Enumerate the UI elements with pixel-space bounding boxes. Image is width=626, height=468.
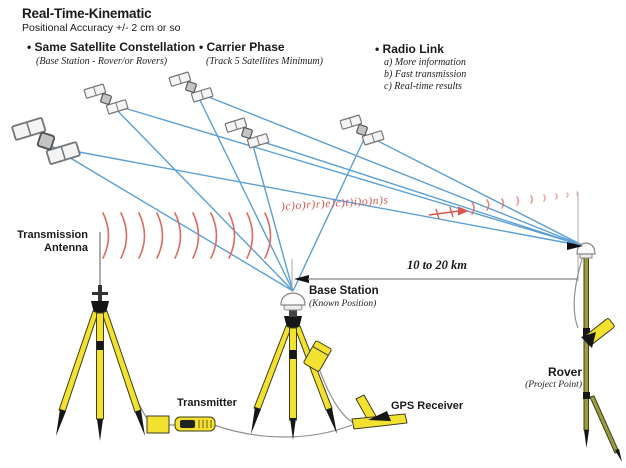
rover-pole bbox=[567, 242, 622, 462]
gps-receiver-device bbox=[351, 394, 408, 430]
transmitter-label: Transmitter bbox=[177, 397, 237, 409]
rover-label: Rover bbox=[547, 365, 582, 379]
rover-note: (Project Point) bbox=[525, 380, 582, 390]
bullet-radio-link: • Radio Link bbox=[375, 42, 444, 56]
cables bbox=[103, 255, 584, 438]
corrections-arrow-icon bbox=[428, 191, 579, 220]
transmission-antenna-label-line2: Antenna bbox=[44, 242, 88, 254]
radio-link-items: a) More information b) Fast transmission… bbox=[384, 57, 466, 93]
radio-link-item-a: a) More information bbox=[384, 57, 466, 68]
transmission-antenna-label-line1: Transmission bbox=[17, 229, 88, 241]
bullet-carrier-phase-note: (Track 5 Satellites Minimum) bbox=[206, 56, 323, 67]
satellite-constellation bbox=[3, 66, 390, 174]
radio-wave-arcs-icon bbox=[102, 212, 272, 259]
transmitter-device bbox=[174, 416, 216, 432]
base-station-tripod bbox=[251, 292, 337, 440]
radio-link-item-b: b) Fast transmission bbox=[384, 69, 467, 80]
gps-satellite-icon bbox=[3, 108, 89, 174]
base-station-label: Base Station bbox=[309, 285, 379, 297]
base-station-note: (Known Position) bbox=[309, 299, 377, 309]
page-subtitle: Positional Accuracy +/- 2 cm or so bbox=[22, 22, 181, 34]
gps-receiver-label: GPS Receiver bbox=[391, 400, 464, 412]
satellite-signal-lines bbox=[51, 91, 585, 292]
gps-satellite-icon bbox=[219, 112, 275, 154]
transmission-antenna-tripod bbox=[56, 232, 145, 441]
distance-label: 10 to 20 km bbox=[406, 258, 468, 272]
gps-satellite-icon bbox=[78, 78, 134, 120]
radio-link-item-c: c) Real-time results bbox=[384, 81, 462, 92]
transmission-antenna-label: Transmission Antenna bbox=[8, 229, 88, 255]
battery-box bbox=[146, 415, 170, 434]
bullet-same-satellite-note: (Base Station - Rover/or Rovers) bbox=[36, 56, 168, 67]
bullet-same-satellite-constellation: • Same Satellite Constellation bbox=[27, 40, 196, 54]
gps-satellite-icon bbox=[163, 66, 219, 108]
bullet-carrier-phase: • Carrier Phase bbox=[199, 40, 285, 54]
distance-dimension-line bbox=[291, 192, 579, 289]
page-title: Real-Time-Kinematic bbox=[22, 6, 152, 21]
